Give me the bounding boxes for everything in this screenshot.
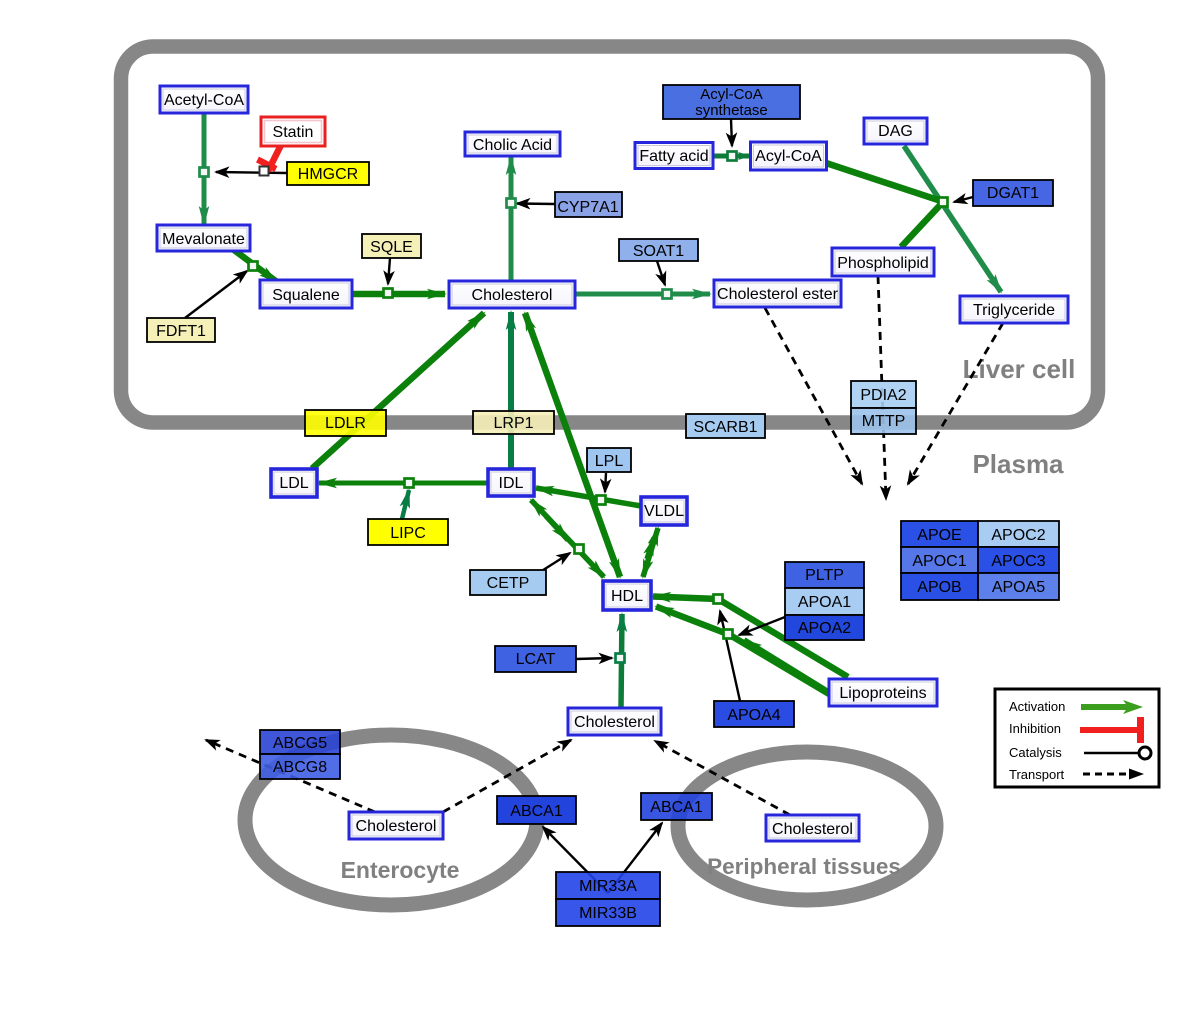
svg-text:Cholesterol: Cholesterol	[356, 818, 437, 835]
svg-text:Statin: Statin	[273, 124, 314, 141]
svg-text:Inhibition: Inhibition	[1009, 721, 1061, 736]
svg-text:MTTP: MTTP	[862, 413, 906, 430]
svg-text:Cholesterol: Cholesterol	[574, 714, 655, 731]
svg-text:Peripheral tissues: Peripheral tissues	[707, 854, 901, 879]
svg-text:LPL: LPL	[595, 453, 624, 470]
svg-text:SQLE: SQLE	[370, 239, 413, 256]
svg-text:Enterocyte: Enterocyte	[341, 857, 460, 883]
svg-text:SOAT1: SOAT1	[633, 243, 684, 260]
svg-text:Acyl-CoA: Acyl-CoA	[755, 148, 822, 165]
svg-text:MIR33A: MIR33A	[579, 878, 637, 895]
svg-text:VLDL: VLDL	[644, 503, 684, 520]
svg-text:DGAT1: DGAT1	[987, 185, 1039, 202]
svg-text:LCAT: LCAT	[516, 651, 556, 668]
svg-text:ABCA1: ABCA1	[510, 803, 563, 820]
svg-text:Phospholipid: Phospholipid	[837, 255, 929, 272]
svg-text:Cholic Acid: Cholic Acid	[473, 137, 552, 154]
svg-text:LIPC: LIPC	[390, 525, 426, 542]
svg-text:APOA4: APOA4	[727, 707, 780, 724]
svg-text:LDLR: LDLR	[325, 415, 366, 432]
svg-text:Fatty acid: Fatty acid	[639, 148, 708, 165]
svg-text:APOA2: APOA2	[798, 620, 851, 637]
svg-text:ABCG8: ABCG8	[273, 759, 327, 776]
svg-text:Lipoproteins: Lipoproteins	[839, 685, 926, 702]
svg-text:Cholesterol: Cholesterol	[772, 821, 853, 838]
svg-text:CETP: CETP	[487, 575, 530, 592]
svg-text:Cholesterol: Cholesterol	[472, 287, 553, 304]
svg-text:CYP7A1: CYP7A1	[557, 199, 618, 216]
svg-text:APOC3: APOC3	[991, 553, 1045, 570]
svg-text:Cholesterol ester: Cholesterol ester	[717, 286, 839, 303]
svg-text:MIR33B: MIR33B	[579, 905, 637, 922]
svg-text:Squalene: Squalene	[272, 287, 340, 304]
svg-text:Plasma: Plasma	[972, 449, 1064, 479]
svg-text:APOC1: APOC1	[912, 553, 966, 570]
svg-text:APOA5: APOA5	[992, 579, 1045, 596]
svg-text:synthetase: synthetase	[695, 102, 768, 119]
svg-text:Activation: Activation	[1009, 699, 1065, 714]
svg-text:ABCA1: ABCA1	[650, 799, 703, 816]
svg-text:Transport: Transport	[1009, 767, 1065, 782]
svg-text:Triglyceride: Triglyceride	[973, 302, 1055, 319]
svg-text:FDFT1: FDFT1	[156, 323, 206, 340]
svg-text:HDL: HDL	[611, 588, 643, 605]
svg-text:Liver cell: Liver cell	[963, 354, 1076, 384]
svg-text:Catalysis: Catalysis	[1009, 745, 1062, 760]
svg-text:APOB: APOB	[917, 579, 961, 596]
svg-text:PLTP: PLTP	[805, 567, 844, 584]
svg-text:IDL: IDL	[499, 475, 524, 492]
svg-text:APOA1: APOA1	[798, 594, 851, 611]
svg-text:DAG: DAG	[878, 123, 913, 140]
svg-text:SCARB1: SCARB1	[693, 419, 757, 436]
svg-text:LDL: LDL	[279, 475, 308, 492]
svg-text:Mevalonate: Mevalonate	[162, 231, 245, 248]
svg-text:APOC2: APOC2	[991, 527, 1045, 544]
svg-text:Acetyl-CoA: Acetyl-CoA	[164, 92, 244, 109]
svg-text:Acyl-CoA: Acyl-CoA	[700, 86, 763, 103]
svg-text:LRP1: LRP1	[493, 415, 533, 432]
svg-text:APOE: APOE	[917, 527, 961, 544]
svg-text:PDIA2: PDIA2	[860, 387, 906, 404]
svg-text:ABCG5: ABCG5	[273, 735, 327, 752]
svg-text:HMGCR: HMGCR	[298, 166, 358, 183]
